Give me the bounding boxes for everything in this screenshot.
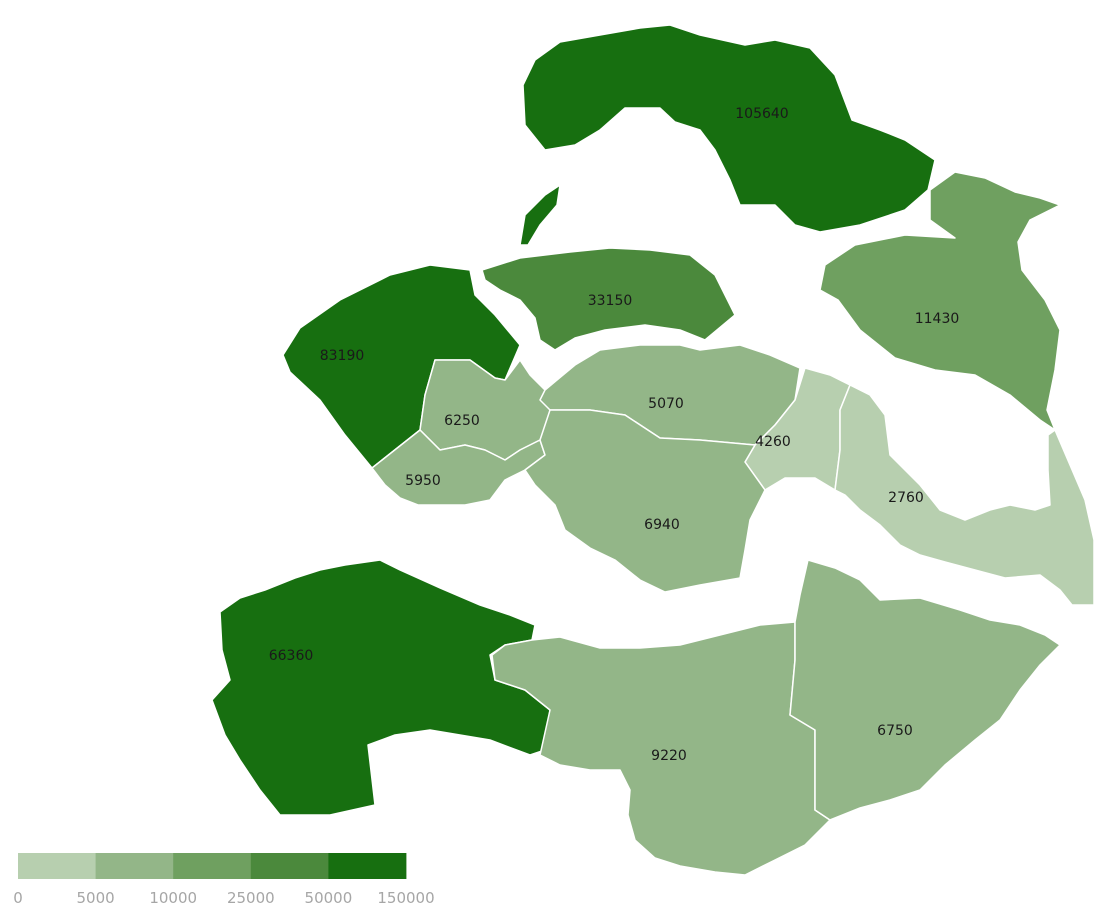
region-r1-islet[interactable] <box>519 184 561 246</box>
labels-layer: 105640 83190 33150 11430 6250 5070 4260 … <box>269 106 960 764</box>
legend-bins <box>18 853 407 879</box>
region-r3[interactable] <box>481 247 736 351</box>
region-label-r9: 6940 <box>644 517 680 533</box>
region-label-r13: 6750 <box>877 723 913 739</box>
region-label-r4: 11430 <box>915 311 960 327</box>
region-r12[interactable] <box>491 621 831 876</box>
region-label-r2: 83190 <box>320 348 365 364</box>
legend-tick-3: 25000 <box>227 889 275 907</box>
regions-layer <box>211 24 1094 876</box>
legend-ticks: 0 5000 10000 25000 50000 150000 <box>13 889 434 907</box>
legend-tick-5: 150000 <box>377 889 434 907</box>
region-r1[interactable] <box>522 24 936 233</box>
region-r10[interactable] <box>834 384 1094 606</box>
region-label-r10: 2760 <box>888 490 924 506</box>
region-r13[interactable] <box>789 559 1061 821</box>
legend-bin-4 <box>328 853 407 879</box>
region-label-r11: 66360 <box>269 648 314 664</box>
region-label-r12: 9220 <box>651 748 687 764</box>
legend-bin-3 <box>250 853 329 879</box>
legend-tick-4: 50000 <box>305 889 353 907</box>
region-label-r3: 33150 <box>588 293 633 309</box>
region-r9[interactable] <box>524 409 766 593</box>
region-r11[interactable] <box>211 559 551 816</box>
region-label-r5: 6250 <box>444 413 480 429</box>
legend: 0 5000 10000 25000 50000 150000 <box>13 853 435 907</box>
legend-bin-1 <box>95 853 174 879</box>
legend-tick-1: 5000 <box>77 889 115 907</box>
region-label-r8: 5950 <box>405 473 441 489</box>
legend-tick-2: 10000 <box>149 889 197 907</box>
legend-bin-2 <box>173 853 252 879</box>
legend-bin-0 <box>18 853 96 879</box>
region-label-r7: 4260 <box>755 434 791 450</box>
region-label-r6: 5070 <box>648 396 684 412</box>
region-r4[interactable] <box>819 171 1061 431</box>
region-label-r1: 105640 <box>735 106 788 122</box>
legend-tick-0: 0 <box>13 889 23 907</box>
